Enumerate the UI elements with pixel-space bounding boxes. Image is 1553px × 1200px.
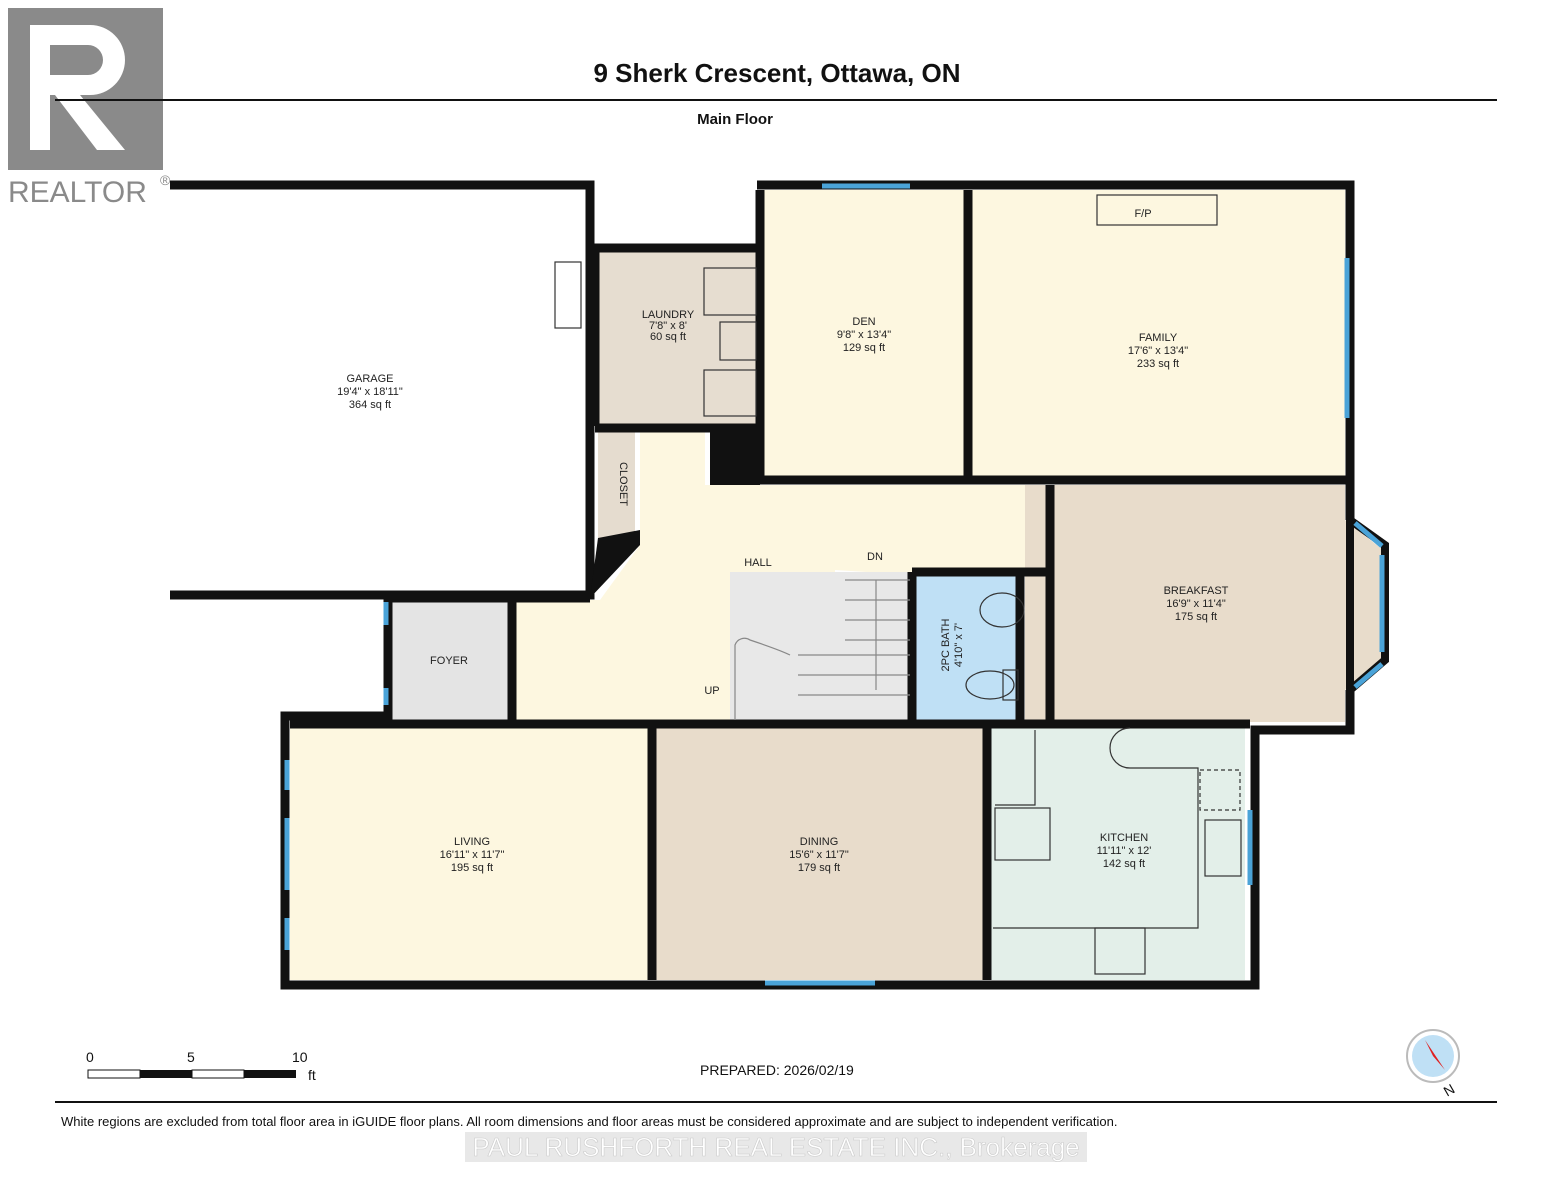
windows [284,183,1385,986]
laundry-area [595,248,757,426]
kitchen-sink [1204,819,1242,877]
fireplace [1096,194,1218,226]
stairs-down-label: DN [867,551,883,563]
fridge [994,807,1051,861]
walls [170,180,1355,990]
svg-text:0: 0 [86,1049,94,1065]
disclaimer: White regions are excluded from total fl… [61,1114,1117,1129]
toilet [965,670,1015,700]
kitchen-dims: 11'11" x 12' [1097,845,1152,857]
living-area [290,728,652,980]
den-dims: 9'8" x 13'4" [837,329,891,341]
living-name: LIVING [454,836,490,848]
breakfast-area-text: 175 sq ft [1175,611,1217,623]
fireplace-label: F/P [1134,208,1151,220]
room-labels: GARAGE 19'4" x 18'11" 364 sq ft LAUNDRY … [337,208,1228,874]
svg-text:10: 10 [292,1049,308,1065]
laundry-area-text: 60 sq ft [650,331,686,343]
laundry-dims: 7'8" x 8' [649,320,687,332]
foyer-area [388,598,512,720]
family-area-text: 233 sq ft [1137,358,1179,370]
closet-area [598,430,635,538]
family-dims: 17'6" x 13'4" [1128,345,1188,357]
garage-area [172,188,588,592]
den-area-text: 129 sq ft [843,342,885,354]
dining-name: DINING [800,836,839,848]
closet-label: CLOSET [617,462,629,506]
floor-name: Main Floor [697,111,773,128]
hall-label: HALL [744,557,772,569]
brokerage-watermark: PAUL RUSHFORTH REAL ESTATE INC., Brokera… [472,1132,1079,1162]
foyer-label: FOYER [430,655,468,667]
breakfast-name: BREAKFAST [1164,585,1229,597]
kitchen-area-text: 142 sq ft [1103,858,1145,870]
stairs-up-label: UP [704,685,719,697]
breakfast-dims: 16'9" x 11'4" [1166,598,1226,610]
svg-text:®: ® [160,172,171,188]
living-area-text: 195 sq ft [451,862,493,874]
laundry-name: LAUNDRY [642,309,695,321]
plan-title: 9 Sherk Crescent, Ottawa, ON [593,58,960,88]
kitchen-area [990,722,1245,980]
dining-area [655,728,985,980]
family-area [970,190,1345,478]
bath-area [915,572,1018,720]
den-name: DEN [852,316,875,328]
dining-dims: 15'6" x 11'7" [789,849,849,861]
den-area [760,190,968,478]
fixtures [554,194,1242,975]
breakfast-area [1025,485,1383,722]
dining-area-text: 179 sq ft [798,862,840,874]
stairs-area [730,572,912,720]
garage-area-text: 364 sq ft [349,399,391,411]
dryer [703,267,757,316]
svg-text:N: N [1441,1081,1458,1100]
svg-text:ft: ft [308,1067,316,1083]
svg-text:REALTOR: REALTOR [8,176,147,209]
bath-name: 2PC BATH [940,618,952,671]
bath-dims: 4'10" x 7' [953,623,965,667]
compass-icon: N [1406,1029,1460,1100]
watermark-bg [465,1132,1087,1162]
bath-sink [979,592,1025,628]
svg-text:5: 5 [187,1049,195,1065]
washer [703,369,757,417]
laundry-sink [719,321,757,361]
realtor-logo: REALTOR ® [8,8,171,209]
garage-dims: 19'4" x 18'11" [337,386,403,398]
prepared-date: PREPARED: 2026/02/19 [700,1062,854,1078]
scale-bar: 0 5 10 ft [86,1049,316,1083]
family-name: FAMILY [1139,332,1178,344]
kitchen-name: KITCHEN [1100,832,1148,844]
garage-name: GARAGE [346,373,393,385]
living-dims: 16'11" x 11'7" [440,849,505,861]
